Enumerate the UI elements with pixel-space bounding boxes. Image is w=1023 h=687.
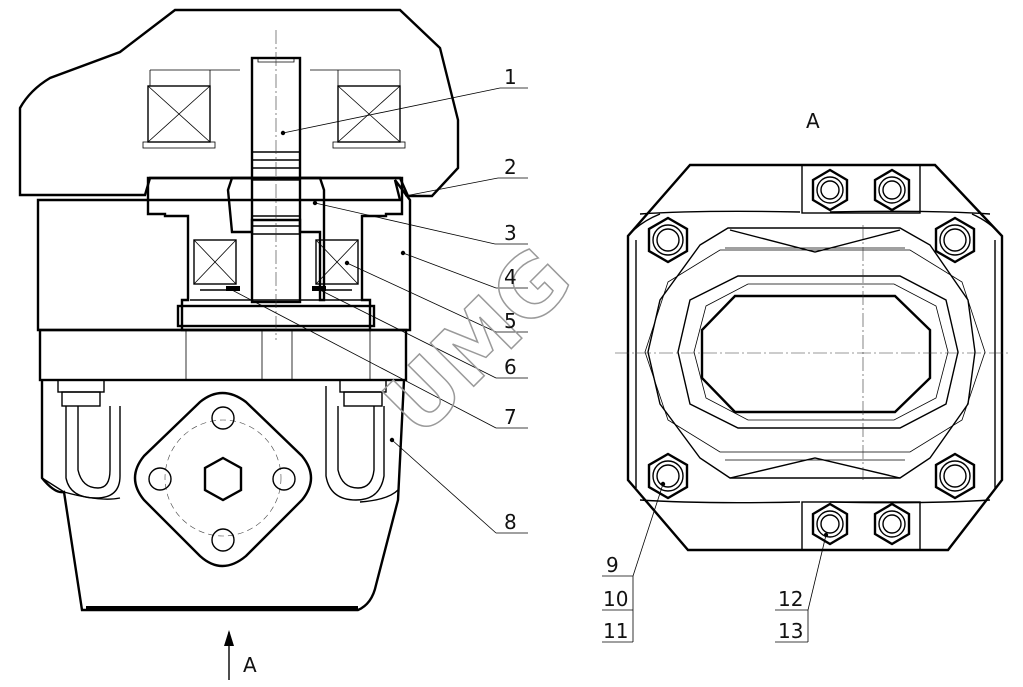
port-outline [700, 294, 932, 414]
flange-plate [38, 328, 408, 382]
bearing-right [315, 239, 359, 285]
section-view [18, 8, 460, 680]
view-label: A [806, 109, 820, 133]
watermark: UMG [365, 229, 590, 454]
callout-11: 11 [603, 619, 628, 643]
callout-9: 9 [606, 553, 619, 577]
diamond-flange [133, 391, 313, 568]
callout-6: 6 [504, 355, 517, 379]
bolt-heads [647, 164, 976, 551]
callout-8: 8 [504, 510, 517, 534]
nut-2 [226, 176, 326, 302]
callout-5: 5 [504, 309, 517, 333]
plate-outline [626, 163, 1004, 552]
callout-2: 2 [504, 155, 517, 179]
callout-13: 13 [778, 619, 803, 643]
hex-nut [203, 456, 243, 502]
callout-4: 4 [504, 265, 517, 289]
leaders-right [602, 483, 827, 643]
upper-housing [18, 8, 460, 198]
leaders-left [231, 87, 528, 534]
bearing-left [193, 239, 237, 285]
view-a [615, 163, 1010, 552]
main-body [36, 179, 412, 332]
callout-7: 7 [504, 405, 517, 429]
lower-housing [40, 379, 406, 612]
callout-1: 1 [504, 65, 517, 89]
callout-10: 10 [603, 587, 628, 611]
callout-3: 3 [504, 221, 517, 245]
arrow-label: A [243, 653, 257, 677]
callout-12: 12 [778, 587, 803, 611]
